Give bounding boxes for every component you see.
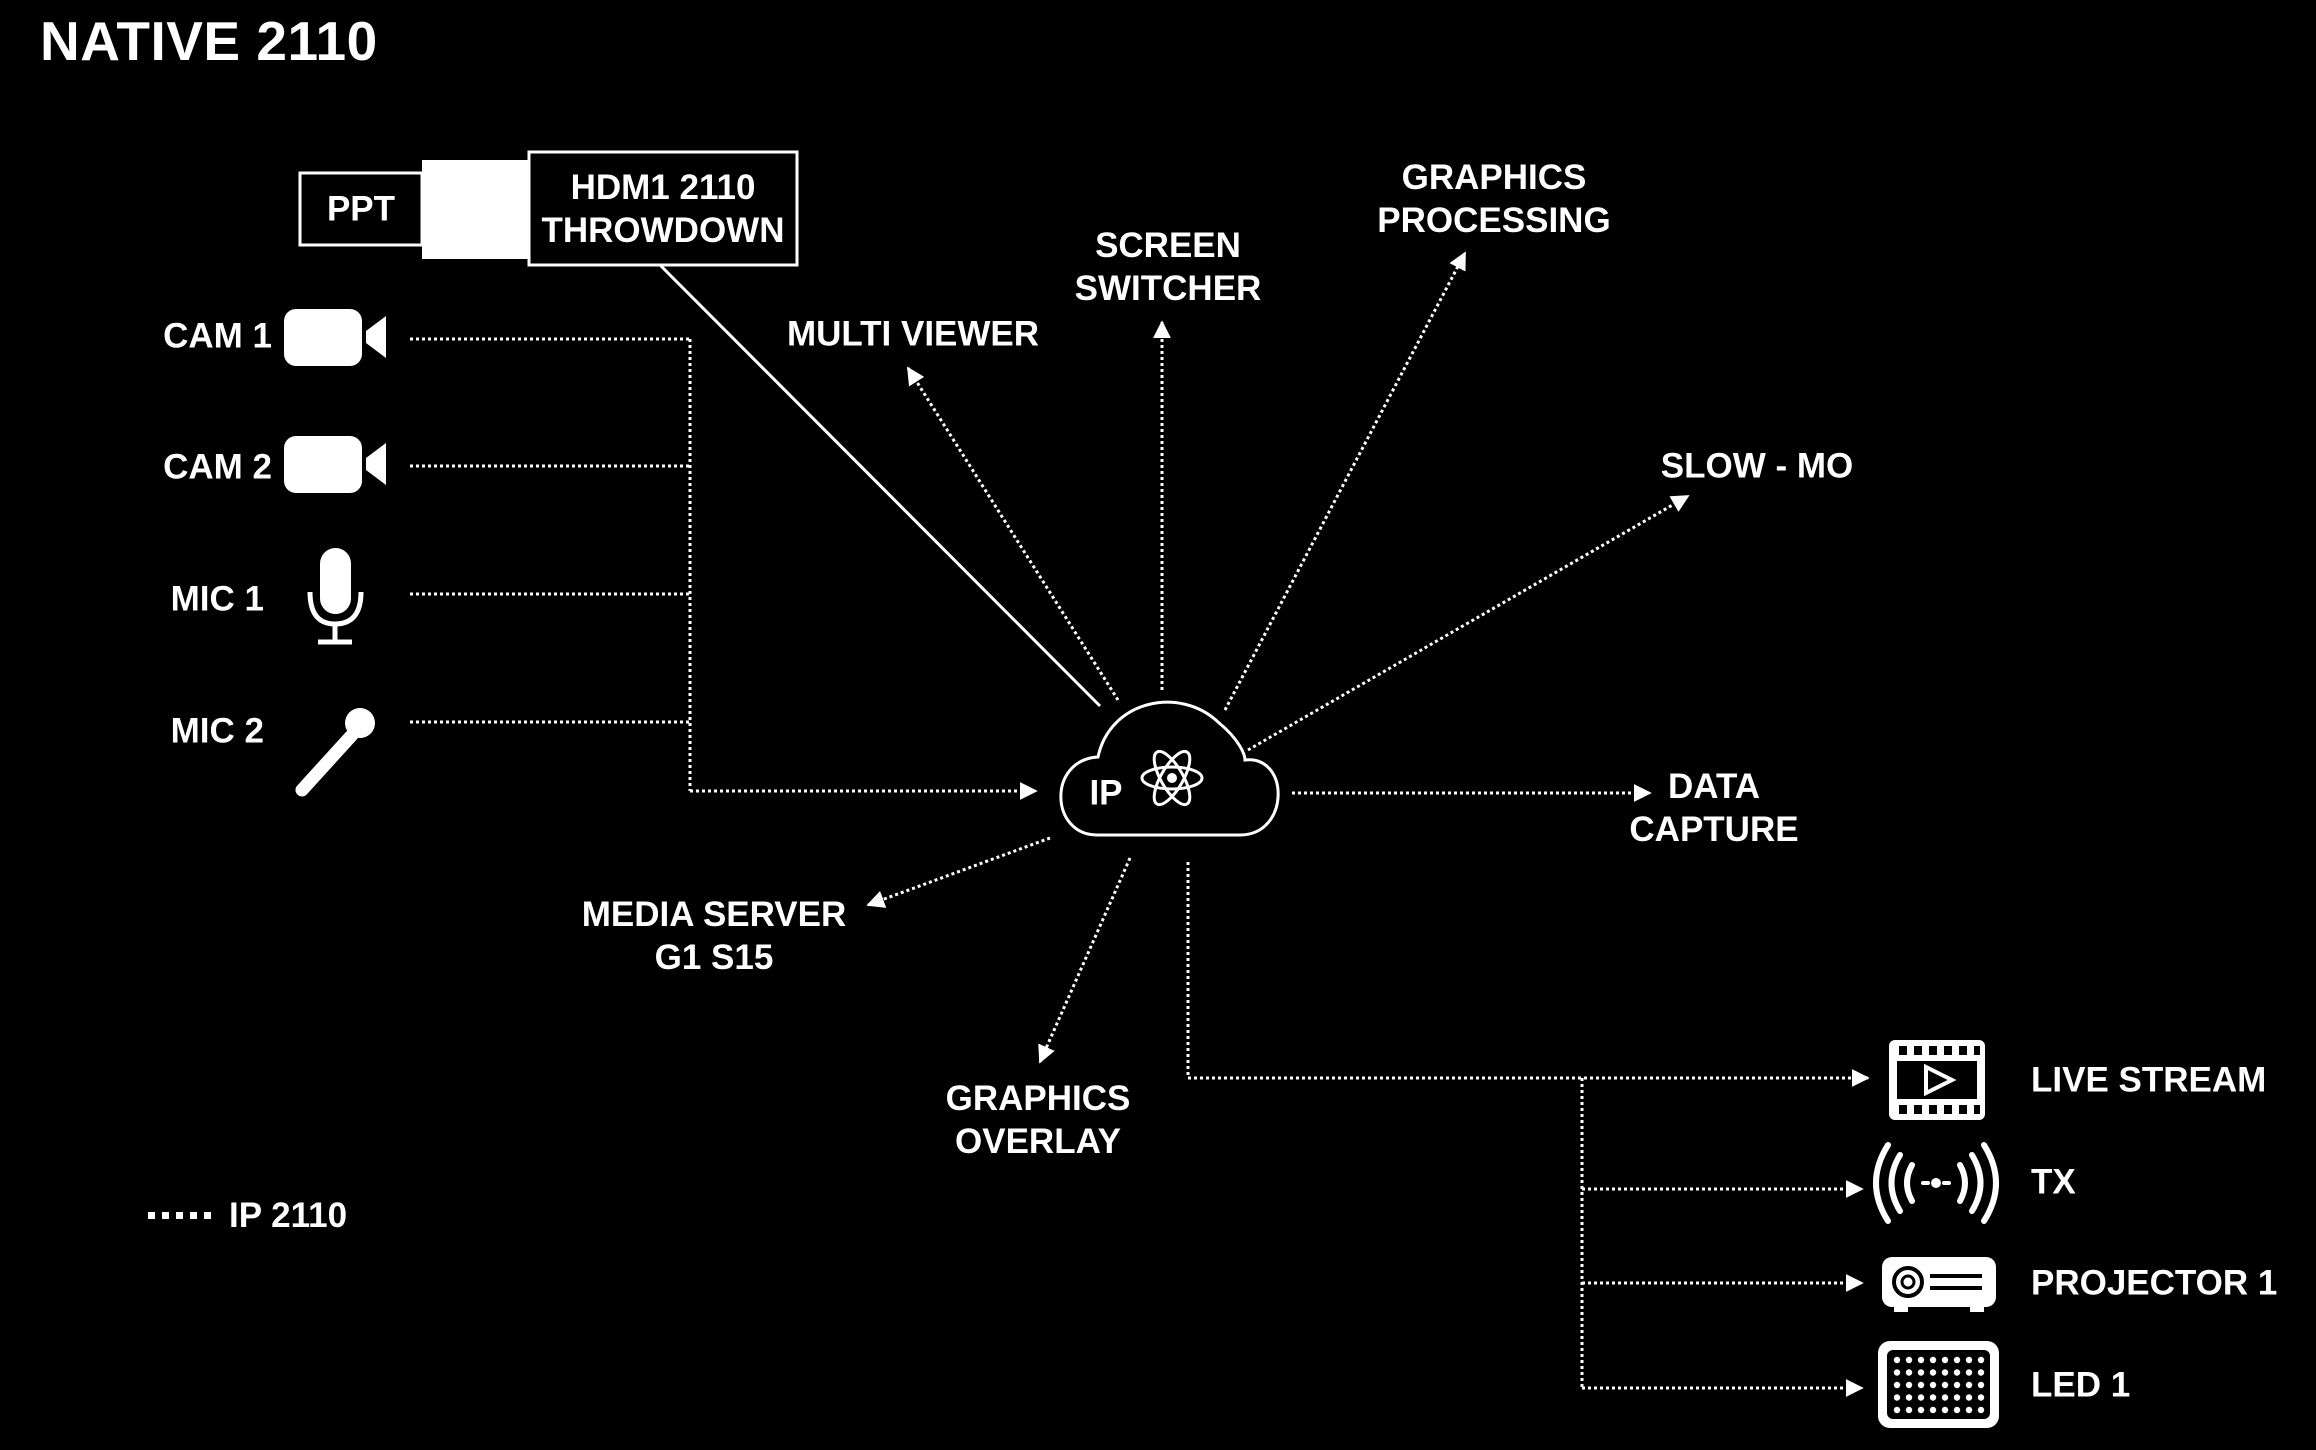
hdmi-label: HDM1 2110 THROWDOWN — [541, 166, 784, 252]
video-camera-icon — [284, 309, 386, 366]
atom-icon — [1140, 749, 1204, 807]
hdmi-box — [527, 150, 799, 267]
legend-dotted-line-swatch — [148, 1212, 211, 1219]
play-film-icon — [1889, 1040, 1985, 1120]
input-links — [410, 337, 1038, 800]
mic1-label: MIC 1 — [170, 579, 264, 619]
graphics-processing-line1: GRAPHICS — [1401, 158, 1587, 197]
link-slow-mo — [1247, 494, 1690, 752]
screen-switcher-line2: SWITCHER — [1074, 269, 1262, 308]
projector1-label: PROJECTOR 1 — [2031, 1263, 2278, 1303]
screen-switcher-line1: SCREEN — [1095, 226, 1241, 265]
data-capture-line1: DATA — [1667, 767, 1760, 806]
ppt-connector — [422, 160, 529, 259]
graphics-overlay-line2: OVERLAY — [955, 1122, 1121, 1161]
hdmi-label-line1: HDM1 2110 — [570, 168, 756, 207]
output-links — [866, 251, 1870, 1397]
ppt-label: PPT — [326, 189, 396, 229]
data-capture-line2: CAPTURE — [1629, 810, 1799, 849]
led1-label: LED 1 — [2031, 1365, 2131, 1405]
link-output-trunk — [1186, 862, 1870, 1087]
hdmi-label-line2: THROWDOWN — [541, 211, 785, 250]
cam1-label: CAM 1 — [163, 316, 272, 356]
cloud-icon — [1059, 700, 1280, 837]
mic2-label: MIC 2 — [170, 711, 264, 751]
data-capture-label: DATA CAPTURE — [1629, 765, 1798, 851]
multi-viewer-label: MULTI VIEWER — [786, 314, 1040, 354]
legend: IP 2110 — [148, 1194, 347, 1237]
hub-label: IP — [1089, 773, 1123, 813]
link-media-server — [866, 836, 1051, 908]
handheld-microphone-icon — [295, 708, 375, 797]
video-camera-icon — [284, 436, 386, 493]
live-stream-label: LIVE STREAM — [2031, 1060, 2267, 1100]
link-graphics-overlay — [1038, 857, 1132, 1064]
media-server-line1: MEDIA SERVER — [581, 895, 847, 934]
hdmi-link-line — [658, 263, 1102, 708]
projector-icon — [1882, 1257, 1996, 1312]
graphics-overlay-line1: GRAPHICS — [945, 1079, 1131, 1118]
page-title: NATIVE 2110 — [40, 10, 378, 72]
media-server-line2: G1 S15 — [654, 938, 774, 977]
graphics-processing-label: GRAPHICS PROCESSING — [1377, 156, 1610, 242]
legend-label: IP 2110 — [229, 1196, 348, 1235]
studio-microphone-icon — [307, 548, 364, 645]
ppt-device — [298, 150, 799, 267]
media-server-label: MEDIA SERVER G1 S15 — [582, 893, 847, 979]
tx-label: TX — [2031, 1162, 2076, 1202]
slow-mo-label: SLOW - MO — [1660, 446, 1854, 486]
graphics-processing-line2: PROCESSING — [1377, 201, 1611, 240]
screen-switcher-label: SCREEN SWITCHER — [1075, 224, 1262, 310]
broadcast-signal-icon — [1873, 1142, 1999, 1224]
link-graphics-processing — [1223, 251, 1467, 711]
link-multi-viewer — [906, 366, 1120, 701]
led-panel-icon — [1878, 1341, 1999, 1428]
ip-cloud-hub — [1059, 700, 1280, 837]
cam2-label: CAM 2 — [163, 447, 272, 487]
graphics-overlay-label: GRAPHICS OVERLAY — [946, 1077, 1131, 1163]
